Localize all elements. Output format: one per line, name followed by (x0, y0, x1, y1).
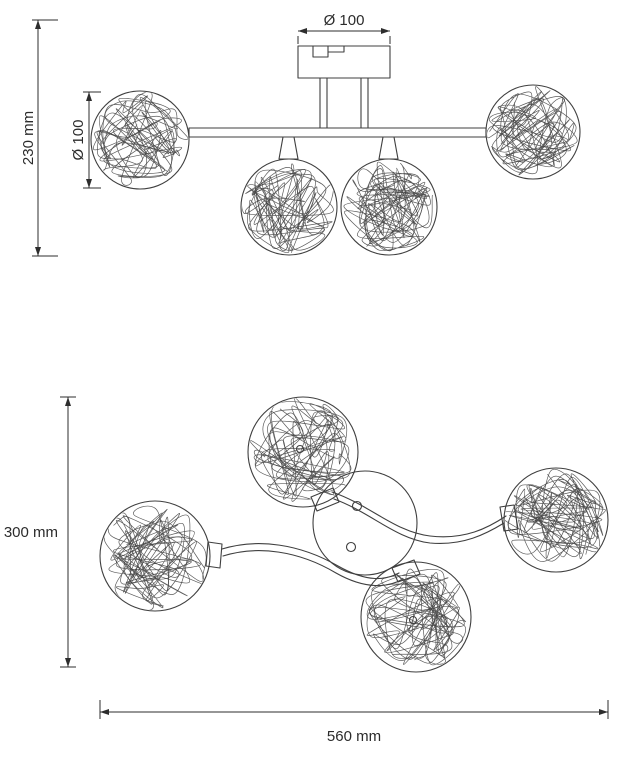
lamp-shade (247, 396, 359, 508)
dimension-labels: Ø 100 230 mm Ø 100 300 mm 560 mm (4, 12, 381, 745)
dim-label-overall-depth: 300 mm (4, 524, 58, 541)
shade-holder (499, 504, 519, 532)
shade-wire-texture (249, 398, 352, 502)
shade-wire-texture (487, 86, 578, 175)
dim-label-overall-height: 230 mm (20, 111, 37, 165)
arrowhead (298, 28, 307, 34)
wire-scribble (97, 94, 180, 179)
screw (351, 500, 363, 512)
wire-scribble (103, 512, 205, 610)
wire-scribble (242, 167, 334, 254)
wire-scribble (365, 569, 466, 666)
wire-scribble (249, 398, 352, 500)
shade-wire-texture (242, 163, 334, 254)
lamp-shade (503, 467, 609, 573)
wire-textures (92, 86, 606, 666)
wire-scribble (366, 568, 467, 665)
shade-wire-texture (505, 469, 606, 562)
wire-scribble (507, 473, 606, 562)
curved-arm (331, 491, 507, 538)
wire-scribble (245, 163, 334, 253)
lamp-shade (485, 84, 581, 180)
lamp-shade (340, 158, 438, 256)
arrowhead (35, 20, 41, 29)
arrowhead (65, 658, 71, 667)
dimension-lines (32, 19, 609, 719)
arrowhead (65, 397, 71, 406)
arrowhead (599, 709, 608, 715)
lamp-shade (240, 158, 338, 256)
shade-wire-texture (343, 161, 433, 252)
lamp-shade (99, 500, 211, 612)
wire-scribble (344, 161, 433, 252)
shade-wire-texture (365, 568, 467, 666)
curved-arm (333, 498, 505, 545)
dim-label-shade-diameter: Ø 100 (70, 120, 87, 161)
wire-scribble (487, 86, 575, 169)
arrowhead (381, 28, 390, 34)
bar-side (188, 127, 487, 138)
dim-label-canopy-width: Ø 100 (324, 12, 365, 29)
wire-scribble (254, 403, 350, 502)
mounting-bracket (312, 45, 345, 58)
wire-scribble (489, 91, 578, 175)
arrowhead (35, 247, 41, 256)
canopy-plan (312, 470, 418, 576)
shade-holder (205, 541, 223, 569)
curved-arm (221, 543, 400, 580)
lamp-shade (90, 90, 190, 190)
stems (319, 77, 369, 129)
wire-scribble (505, 469, 603, 558)
plan-view (99, 396, 609, 673)
arrowhead (86, 179, 92, 188)
shade-wire-texture (92, 92, 188, 186)
lamp-shade (360, 561, 472, 673)
shade-holder (278, 136, 299, 160)
wire-scribble (343, 165, 431, 251)
dim-label-overall-width: 560 mm (327, 728, 381, 745)
arrowhead (100, 709, 109, 715)
arrowhead (86, 92, 92, 101)
wire-scribble (113, 505, 207, 605)
shade-holder (378, 136, 399, 160)
shade-wire-texture (103, 505, 207, 610)
screw (345, 541, 357, 553)
side-view (90, 45, 581, 256)
